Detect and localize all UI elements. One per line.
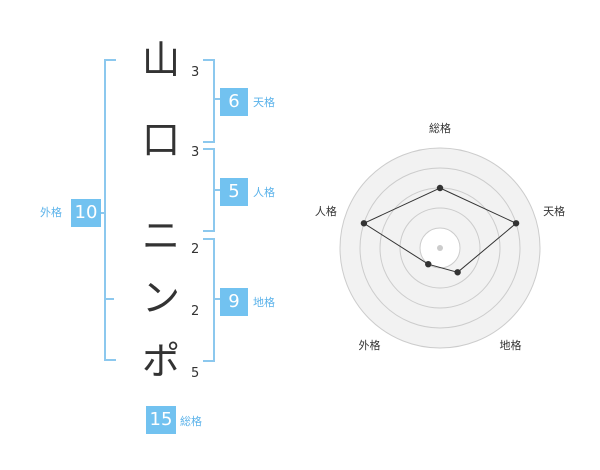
name-char-1: 山 <box>141 38 180 82</box>
radar-ring-2 <box>399 207 481 289</box>
name-char-4: ン <box>141 276 180 320</box>
radar-data-polygon <box>362 187 518 273</box>
radar-ring-4 <box>359 167 521 329</box>
radar-point-5 <box>360 220 368 227</box>
jinkaku-label: 人格 <box>253 186 275 199</box>
radar-point-2 <box>512 220 520 227</box>
name-char-5: ポ <box>141 339 180 383</box>
tenkaku-bracket <box>203 59 215 143</box>
stroke-count-3: 2 <box>191 242 200 257</box>
soukaku-badge: 15 <box>146 406 176 434</box>
chikaku-bracket-tick <box>213 298 220 300</box>
soukaku-label: 総格 <box>180 415 202 428</box>
radar-axis-label-3: 地格 <box>500 338 522 352</box>
radar-point-4 <box>425 260 432 268</box>
chikaku-label: 地格 <box>253 296 275 309</box>
jinkaku-badge: 5 <box>220 178 248 206</box>
radar-axis-label-5: 人格 <box>315 204 337 218</box>
chikaku-bracket <box>203 238 215 362</box>
tenkaku-bracket-tick <box>213 98 220 100</box>
radar-center-point <box>437 245 443 251</box>
name-char-3: ニ <box>141 214 180 258</box>
stroke-count-4: 2 <box>191 304 200 319</box>
gaikaku-label: 外格 <box>40 206 62 219</box>
tenkaku-badge: 6 <box>220 88 248 116</box>
radar-axis-label-2: 天格 <box>543 204 565 218</box>
gaikaku-bracket-tick <box>99 212 105 214</box>
radar-axis-label-4: 外格 <box>358 338 380 352</box>
tenkaku-label: 天格 <box>253 96 275 109</box>
stroke-count-1: 3 <box>191 65 200 80</box>
gaikaku-badge: 10 <box>71 199 101 227</box>
radar-point-3 <box>454 269 461 276</box>
jinkaku-bracket-tick <box>213 189 220 191</box>
chikaku-badge: 9 <box>220 288 248 316</box>
stroke-count-2: 3 <box>191 145 200 160</box>
gaikaku-bracket <box>104 59 116 361</box>
stroke-count-5: 5 <box>191 366 200 381</box>
radar-point-1 <box>436 184 444 192</box>
radar-axis-label-1: 総格 <box>429 121 451 135</box>
gaikaku-bracket-inner-tick <box>106 298 114 300</box>
name-char-2: 口 <box>141 118 180 162</box>
